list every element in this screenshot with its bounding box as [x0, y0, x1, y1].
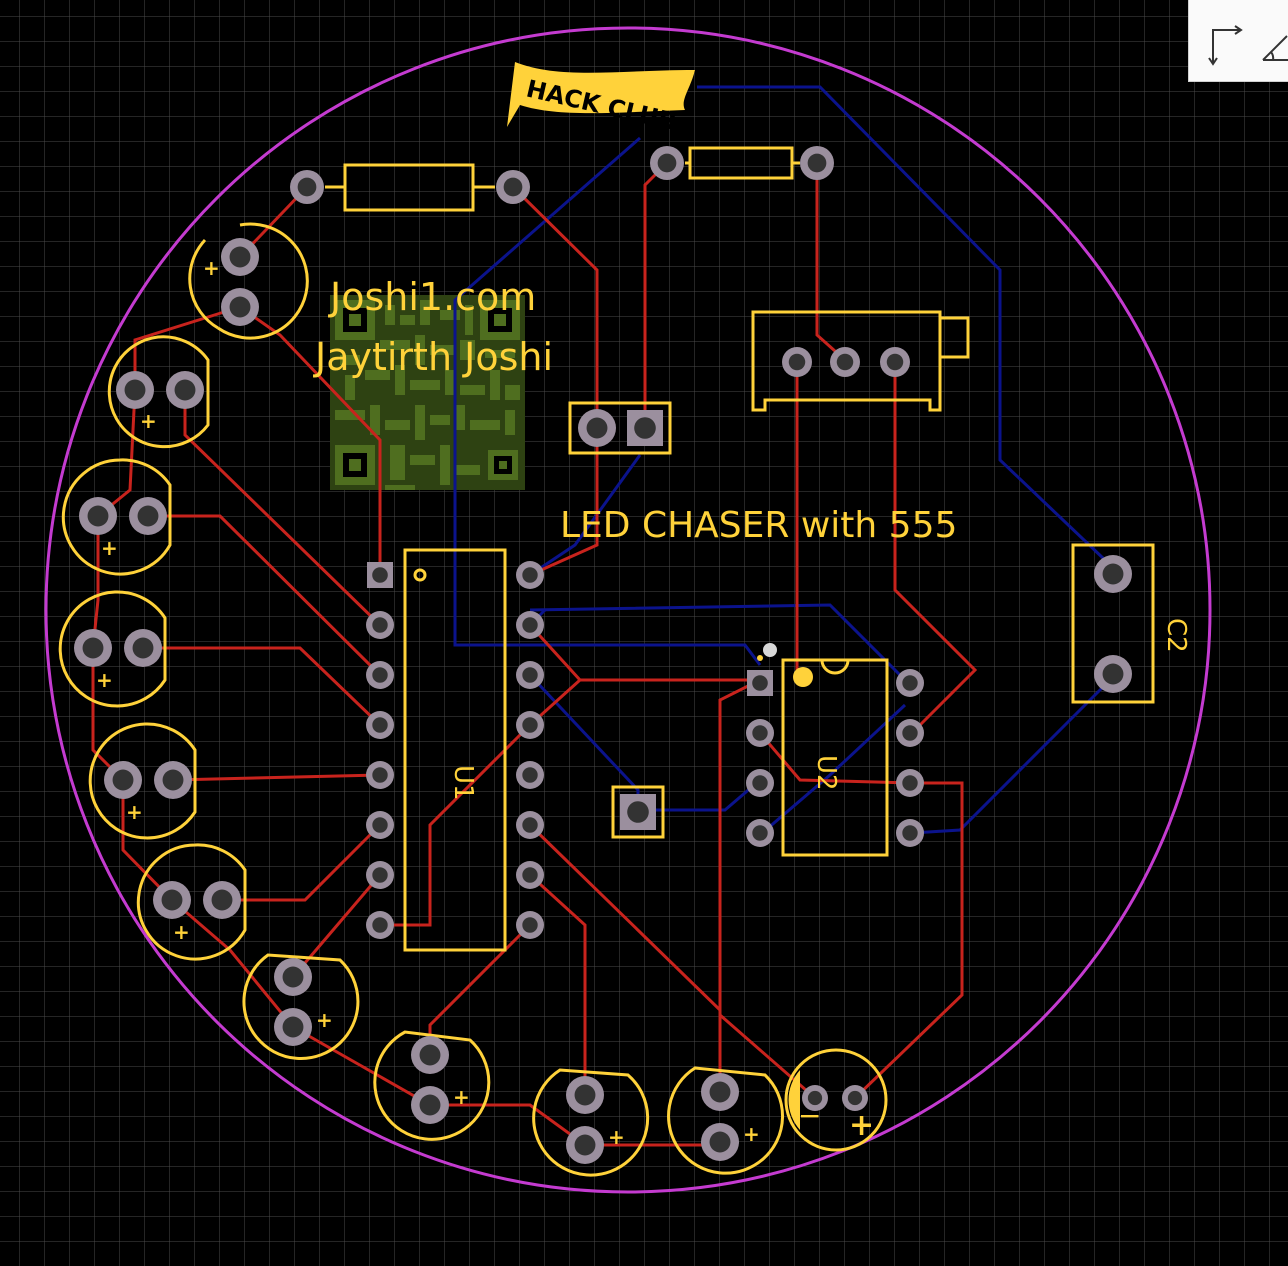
- plus-mark: +: [608, 1125, 625, 1149]
- board-title: LED CHASER with 555: [560, 505, 957, 546]
- pads-layer: [74, 146, 1132, 1164]
- resistor-pad-hole: [657, 153, 677, 173]
- u1-pin-hole: [522, 817, 538, 833]
- tool-palette: [1188, 0, 1288, 82]
- c2-pad-hole: [1102, 563, 1124, 585]
- u2-pin-hole: [902, 725, 918, 741]
- switch-pad-hole: [836, 353, 854, 371]
- resistor-pad-hole: [807, 153, 827, 173]
- board-outline: [44, 26, 1212, 1194]
- led-pad-hole: [162, 769, 184, 791]
- polarity-marks: + + + + + + + + + + +: [96, 256, 874, 1149]
- led-pad-hole: [124, 379, 146, 401]
- u2-pin-hole: [902, 775, 918, 791]
- u1-pin-hole: [372, 667, 388, 683]
- u1-pin-hole: [522, 917, 538, 933]
- c2-pad-hole: [1102, 663, 1124, 685]
- route-corner-icon[interactable]: [1207, 24, 1247, 66]
- u2-ref-label: U2: [811, 755, 841, 791]
- led-pad-hole: [229, 296, 251, 318]
- resistor-pad-hole: [503, 177, 523, 197]
- u1-ref-label: U1: [448, 765, 478, 801]
- u1-pin-hole: [522, 617, 538, 633]
- led-pad-hole: [709, 1081, 731, 1103]
- angle-icon[interactable]: [1259, 30, 1288, 64]
- plus-mark: +: [743, 1122, 760, 1146]
- test-pad-hole: [627, 801, 649, 823]
- cap-minus-label: −: [798, 1099, 821, 1132]
- jumper-pad-square-hole: [634, 417, 656, 439]
- led-pad-hole: [112, 769, 134, 791]
- led-pad-hole: [132, 637, 154, 659]
- u1-pin-hole: [372, 717, 388, 733]
- resistor-outlines: [325, 146, 1155, 952]
- led-pad-hole: [137, 505, 159, 527]
- led-outlines: [58, 222, 888, 1177]
- u2-pin1-dot: [793, 667, 813, 687]
- u2-pin-1-hole: [752, 675, 768, 691]
- qr-label-domain: Joshi1.com: [328, 275, 536, 319]
- led-pad-hole: [574, 1134, 596, 1156]
- cap-pad-hole: [847, 1090, 863, 1106]
- cursor-dot-small: [757, 655, 763, 661]
- switch-pad-hole: [788, 353, 806, 371]
- u1-pin-hole: [372, 767, 388, 783]
- led-pad-hole: [82, 637, 104, 659]
- plus-mark: +: [453, 1085, 470, 1109]
- led-pad-hole: [709, 1131, 731, 1153]
- u2-pin-hole: [902, 675, 918, 691]
- plus-mark: +: [316, 1008, 333, 1032]
- u2-pin-hole: [752, 725, 768, 741]
- plus-mark: +: [126, 800, 143, 824]
- u1-pin-hole: [522, 667, 538, 683]
- plus-mark: +: [203, 256, 220, 280]
- plus-mark: +: [101, 536, 118, 560]
- plus-mark: +: [173, 920, 190, 944]
- top-copper-traces: [91, 161, 978, 1147]
- u2-notch: [820, 659, 850, 675]
- led-pad-hole: [229, 246, 251, 268]
- led-pad-hole: [282, 966, 304, 988]
- u1-pin-hole: [372, 917, 388, 933]
- plus-mark: +: [140, 409, 157, 433]
- u1-pin-hole: [372, 817, 388, 833]
- plus-mark: +: [96, 668, 113, 692]
- cap-polarity-mark: [788, 1070, 800, 1130]
- led-pad-hole: [419, 1044, 441, 1066]
- resistor-pad-hole: [297, 177, 317, 197]
- u1-pin-1-hole: [372, 567, 388, 583]
- led-pad-hole: [211, 889, 233, 911]
- qr-label-author: Jaytirth Joshi: [313, 335, 553, 379]
- c2-ref-label: C2: [1161, 618, 1191, 653]
- cap-pad-hole: [807, 1090, 823, 1106]
- u2-pin-hole: [752, 775, 768, 791]
- u2-pin-hole: [752, 825, 768, 841]
- jumper-pad-hole: [586, 417, 608, 439]
- u1-pin-hole: [522, 867, 538, 883]
- led-pad-hole: [282, 1016, 304, 1038]
- u1-pin-hole: [372, 617, 388, 633]
- cursor-dot: [763, 643, 777, 657]
- u1-pin-hole: [522, 767, 538, 783]
- u1-pin-hole: [522, 717, 538, 733]
- qr-code: [330, 295, 525, 490]
- plus-mark: +: [849, 1108, 874, 1143]
- led-pad-hole: [161, 889, 183, 911]
- led-pad-hole: [419, 1094, 441, 1116]
- led-pad-hole: [574, 1084, 596, 1106]
- u1-pin1-mark: [413, 568, 427, 582]
- led-pad-hole: [174, 379, 196, 401]
- u2-pin-hole: [902, 825, 918, 841]
- switch-pad-hole: [886, 353, 904, 371]
- led-pad-hole: [87, 505, 109, 527]
- u1-pin-hole: [522, 567, 538, 583]
- u1-pin-hole: [372, 867, 388, 883]
